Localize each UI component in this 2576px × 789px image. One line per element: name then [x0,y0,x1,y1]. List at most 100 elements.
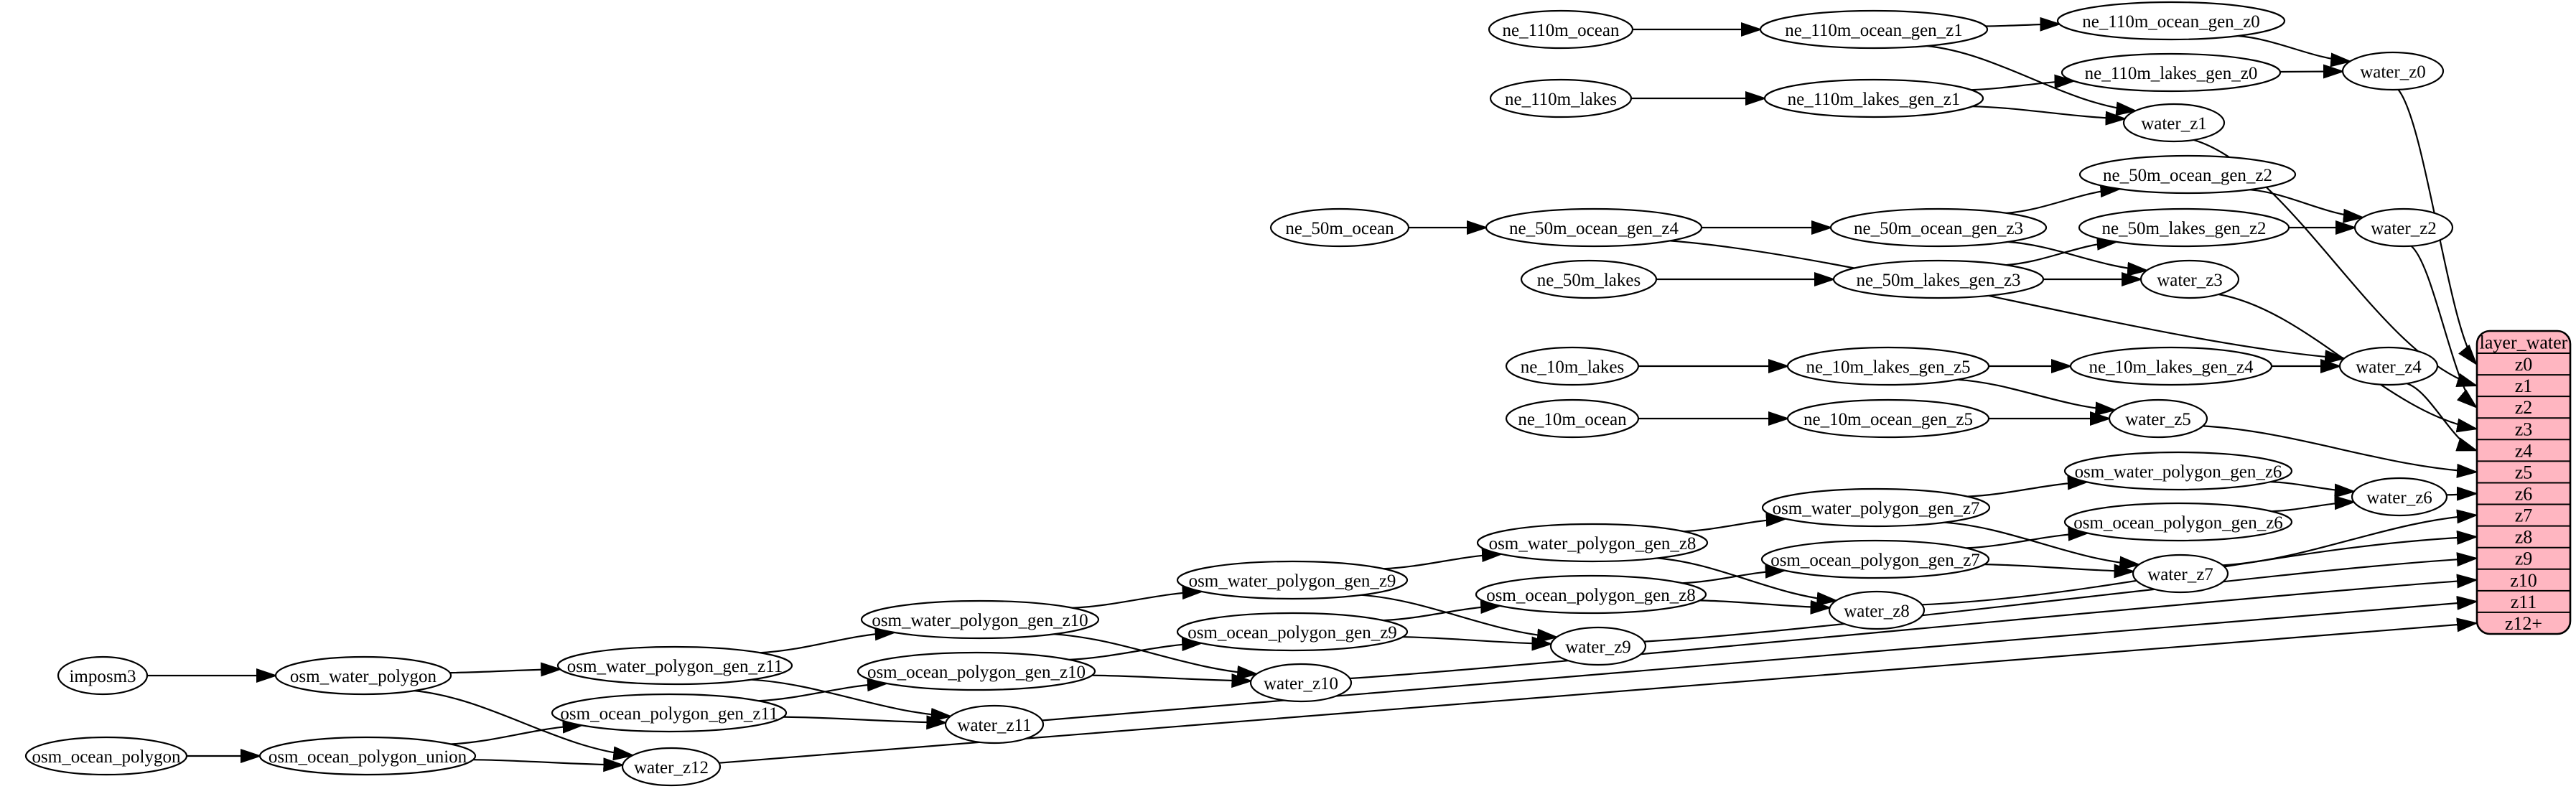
node-ellipse [1269,207,1410,248]
edge-osm_ocean_polygon_gen_z8--water_z8 [1699,599,1832,615]
edge-water_z2--layer_water-z2 [2410,245,2478,409]
edge-water_z12--layer_water-z12+ [719,617,2478,764]
node-ellipse [2078,207,2290,248]
node-water_z9: water_z9 [1549,626,1647,666]
node-label: water_z1 [2141,114,2207,134]
node-osm_ocean_polygon: osm_ocean_polygon [24,736,188,776]
layer-water-row-z2: z2 [2515,397,2533,418]
node-osm_water_polygon_gen_z7: osm_water_polygon_gen_z7 [1761,487,1991,528]
node-label: ne_110m_ocean_gen_z1 [1785,21,1963,40]
node-ellipse [1763,78,1984,118]
node-label: water_z5 [2125,410,2191,429]
node-ellipse [1786,346,1990,386]
edge-osm_water_polygon_gen_z6--water_z6 [2270,481,2356,498]
node-label: ne_110m_lakes [1505,90,1617,109]
layer-water-row-z7: z7 [2515,505,2533,526]
node-label: ne_50m_ocean_gen_z4 [1509,219,1679,238]
node-ellipse [2351,477,2448,517]
node-ne_10m_lakes_gen_z5: ne_10m_lakes_gen_z5 [1786,346,1990,386]
node-ne_110m_lakes_gen_z0: ne_110m_lakes_gen_z0 [2061,52,2282,93]
node-water_z2: water_z2 [2353,207,2454,248]
node-label: ne_110m_lakes_gen_z1 [1788,90,1961,109]
edge-water_z11--layer_water-z11 [1042,595,2478,722]
node-label: ne_50m_lakes_gen_z3 [1856,271,2020,290]
edge-ne_50m_ocean_gen_z3--water_z3 [2007,241,2150,276]
node-ellipse [860,599,1100,640]
edge-osm_ocean_polygon_gen_z7--osm_ocean_polygon_gen_z6 [1966,526,2090,549]
node-label: ne_110m_lakes_gen_z0 [2085,64,2258,83]
node-ellipse [1485,207,1703,248]
node-label: ne_10m_lakes_gen_z5 [1806,358,1970,377]
node-water_z3: water_z3 [2139,259,2240,299]
node-ellipse [857,651,1096,691]
edge-ne_50m_ocean_gen_z4--water_z4 [1669,240,2347,365]
layer-water-table: layer_waterz0z1z2z3z4z5z6z7z8z9z10z11z12… [2475,330,2572,635]
node-label: water_z10 [1264,674,1338,694]
node-osm_water_polygon_gen_z8: osm_water_polygon_gen_z8 [1476,523,1709,563]
edge-osm_water_polygon_gen_z11--water_z11 [751,678,953,722]
node-ellipse [2069,346,2273,386]
node-label: osm_ocean_polygon [32,747,181,767]
edge-osm_ocean_polygon_gen_z6--water_z6 [2271,495,2356,513]
node-ne_10m_lakes_gen_z4: ne_10m_lakes_gen_z4 [2069,346,2273,386]
layer-water-row-z1: z1 [2515,375,2533,396]
edge-ne_50m_ocean_gen_z3--ne_50m_ocean_gen_z2 [2006,183,2122,214]
node-label: ne_10m_ocean_gen_z5 [1803,410,1973,429]
layer-water-row-z0: z0 [2515,354,2533,375]
layer-water-row-z11: z11 [2511,592,2537,612]
node-ellipse [1520,259,1658,299]
node-label: ne_10m_ocean [1518,410,1627,429]
node-ellipse [274,655,452,696]
node-water_z11: water_z11 [944,704,1045,744]
layer-water-row-z12+: z12+ [2505,613,2542,634]
edge-ne_50m_lakes_gen_z3--ne_50m_lakes_gen_z2 [2006,235,2119,266]
edge-osm_water_polygon_gen_z7--water_z7 [1944,521,2142,571]
node-label: imposm3 [69,667,136,686]
edge-osm_ocean_polygon_gen_z10--osm_ocean_polygon_gen_z9 [1069,637,1204,660]
node-label: osm_ocean_polygon_union [269,747,467,767]
node-ellipse [2139,259,2240,299]
node-label: ne_50m_ocean_gen_z2 [2103,166,2272,185]
node-label: osm_ocean_polygon_gen_z11 [560,704,778,724]
node-label: water_z12 [634,758,709,778]
edge-osm_water_polygon--osm_water_polygon_gen_z11 [449,662,563,677]
node-ne_10m_lakes: ne_10m_lakes [1505,346,1640,386]
node-ne_10m_ocean: ne_10m_ocean [1505,398,1640,439]
edge-ne_110m_ocean_gen_z0--water_z0 [2237,34,2353,67]
edge-ne_110m_lakes_gen_z1--ne_110m_lakes_gen_z0 [1971,74,2076,91]
node-imposm3: imposm3 [57,655,149,696]
edge-osm_water_polygon_gen_z8--osm_water_polygon_gen_z7 [1684,512,1788,533]
node-ne_50m_ocean: ne_50m_ocean [1269,207,1410,248]
node-ellipse [2132,554,2229,594]
node-osm_ocean_polygon_gen_z10: osm_ocean_polygon_gen_z10 [857,651,1096,691]
node-ne_110m_lakes: ne_110m_lakes [1489,78,1633,118]
edge-osm_water_polygon_gen_z10--water_z10 [1054,633,1259,680]
edge-osm_water_polygon_gen_z11--osm_water_polygon_gen_z10 [760,626,897,654]
edge-ne_110m_lakes_gen_z1--water_z1 [1972,106,2127,126]
edge-ne_10m_lakes_gen_z5--water_z5 [1957,378,2117,416]
layer-water-row-z10: z10 [2510,570,2537,591]
node-label: water_z0 [2360,62,2426,82]
node-ne_50m_ocean_gen_z2: ne_50m_ocean_gen_z2 [2078,154,2297,195]
node-water_z0: water_z0 [2341,51,2445,91]
node-ellipse [1488,9,1634,50]
edge-osm_ocean_polygon_gen_z11--osm_ocean_polygon_gen_z10 [758,677,889,702]
node-ne_110m_lakes_gen_z1: ne_110m_lakes_gen_z1 [1763,78,1984,118]
node-water_z7: water_z7 [2132,554,2229,594]
node-ellipse [258,736,477,776]
node-water_z5: water_z5 [2108,398,2208,439]
node-label: osm_water_polygon [290,667,437,686]
node-label: osm_ocean_polygon_gen_z6 [2073,513,2283,533]
node-osm_ocean_polygon_gen_z9: osm_ocean_polygon_gen_z9 [1176,612,1409,652]
node-ellipse [2338,346,2439,386]
node-water_z1: water_z1 [2122,103,2226,143]
node-ne_110m_ocean: ne_110m_ocean [1488,9,1634,50]
node-label: osm_ocean_polygon_gen_z7 [1770,551,1980,570]
node-label: osm_water_polygon_gen_z6 [2075,462,2282,482]
node-ellipse [1176,560,1409,600]
node-label: ne_50m_ocean_gen_z3 [1854,219,2023,238]
node-ellipse [1828,590,1926,630]
node-water_z4: water_z4 [2338,346,2439,386]
edge-osm_water_polygon_gen_z9--osm_water_polygon_gen_z8 [1383,547,1503,570]
